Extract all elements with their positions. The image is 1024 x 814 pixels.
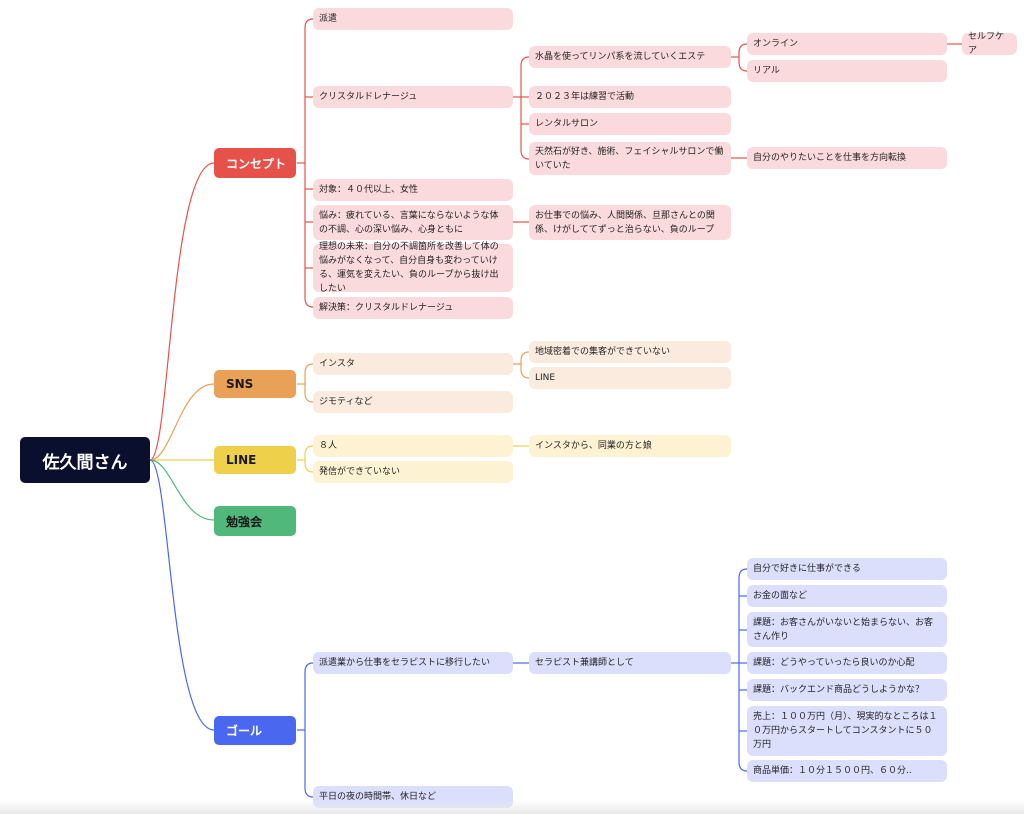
node-oshigoto-text: お仕事での悩み、人間関係、旦那さんとの関係、けがしててずっと治らない、負のループ <box>535 210 715 235</box>
node-uriage-text: 売上：１００万円（月）、現実的なところは１０万円からスタートしてコンスタントに５… <box>753 712 938 750</box>
node-insta-text: インスタ <box>319 359 355 369</box>
node-kadai1[interactable]: 課題：お客さんがいないと始まらない、お客さん作り <box>747 612 947 647</box>
branch-concept-label: コンセプト <box>226 156 287 171</box>
node-heijitsu-text: 平日の夜の時間帯、休日など <box>319 792 437 802</box>
node-crystal-text: クリスタルドレナージュ <box>319 92 418 102</box>
node-jimoty-text: ジモティなど <box>319 397 373 407</box>
node-risou[interactable]: 理想の未来：自分の不調箇所を改善して体の悩みがなくなって、自分自身も変わっていけ… <box>313 242 513 294</box>
node-hachi-text: ８人 <box>319 441 338 451</box>
node-instakara[interactable]: インスタから、同業の方と娘 <box>529 435 731 457</box>
node-jimoty[interactable]: ジモティなど <box>313 391 513 413</box>
node-online[interactable]: オンライン <box>747 33 947 55</box>
node-okane-text: お金の面など <box>753 591 808 601</box>
node-hasshin[interactable]: 発信ができていない <box>313 461 513 483</box>
node-taisho[interactable]: 対象：４０代以上、女性 <box>313 179 513 201</box>
branch-goal-label: ゴール <box>226 724 263 738</box>
node-instakara-text: インスタから、同業の方と娘 <box>535 441 652 451</box>
node-suki[interactable]: 自分で好きに仕事ができる <box>747 558 947 580</box>
node-renshu-text: ２０２３年は練習で活動 <box>535 92 635 102</box>
node-tennenseki[interactable]: 天然石が好き、施術、フェイシャルサロンで働いていた <box>529 142 731 175</box>
node-oshigoto[interactable]: お仕事での悩み、人間関係、旦那さんとの関係、けがしててずっと治らない、負のループ <box>529 205 731 240</box>
node-iko-text: 派遣業から仕事をセラピストに移行したい <box>319 658 491 668</box>
node-insta[interactable]: インスタ <box>313 353 513 375</box>
node-nayami[interactable]: 悩み：疲れている、言葉にならないような体の不調、心の深い悩み、心身ともに <box>313 205 513 240</box>
node-real[interactable]: リアル <box>747 60 947 82</box>
node-chiiki[interactable]: 地域密着での集客ができていない <box>529 341 731 363</box>
branch-study[interactable]: 勉強会 <box>214 506 296 536</box>
node-kenkoshi-text: セラピスト兼講師として <box>535 658 634 668</box>
branch-concept[interactable]: コンセプト <box>214 148 296 178</box>
branch-sns-label: SNS <box>226 377 254 391</box>
root-node[interactable]: 佐久間さん <box>20 437 150 483</box>
node-online-text: オンライン <box>753 39 799 49</box>
node-kadai3[interactable]: 課題：バックエンド商品どうしようかな？ <box>747 679 947 701</box>
branch-goal[interactable]: ゴール <box>214 716 296 745</box>
branch-study-label: 勉強会 <box>226 514 263 529</box>
branch-line[interactable]: LINE <box>214 446 296 474</box>
node-renshu[interactable]: ２０２３年は練習で活動 <box>529 86 731 108</box>
node-crystal[interactable]: クリスタルドレナージュ <box>313 86 513 108</box>
node-jibun-text: 自分のやりたいことを仕事を方向転換 <box>753 153 907 163</box>
node-tanka[interactable]: 商品単価：１０分１５００円、６０分.. <box>747 760 947 782</box>
node-uriage[interactable]: 売上：１００万円（月）、現実的なところは１０万円からスタートしてコンスタントに５… <box>747 706 947 756</box>
node-suki-text: 自分で好きに仕事ができる <box>753 564 861 574</box>
node-hasshin-text: 発信ができていない <box>319 467 401 477</box>
node-sns-line-text: LINE <box>535 373 556 383</box>
node-suisho[interactable]: 水晶を使ってリンパ系を流していくエステ <box>529 46 731 68</box>
branch-sns[interactable]: SNS <box>214 370 296 398</box>
node-rental-text: レンタルサロン <box>535 119 599 129</box>
branch-line-label: LINE <box>226 453 257 467</box>
node-sns-line[interactable]: LINE <box>529 367 731 389</box>
node-selfcare-text: セルフケア <box>968 32 1005 56</box>
node-tanka-text: 商品単価：１０分１５００円、６０分.. <box>753 766 912 776</box>
node-kaiketsu-text: 解決策：クリスタルドレナージュ <box>319 303 454 313</box>
node-haken[interactable]: 派遣 <box>313 8 513 30</box>
node-selfcare[interactable]: セルフケア <box>962 32 1017 56</box>
node-nayami-text: 悩み：疲れている、言葉にならないような体の不調、心の深い悩み、心身ともに <box>319 210 499 235</box>
node-kadai2[interactable]: 課題：どうやっていったら良いのか心配 <box>747 652 947 674</box>
node-tennenseki-text: 天然石が好き、施術、フェイシャルサロンで働いていた <box>535 146 724 171</box>
node-kenkoshi[interactable]: セラピスト兼講師として <box>529 652 731 674</box>
node-kadai3-text: 課題：バックエンド商品どうしようかな？ <box>753 685 925 695</box>
node-chiiki-text: 地域密着での集客ができていない <box>535 347 671 357</box>
bottom-shadow <box>0 800 1024 814</box>
node-haken-text: 派遣 <box>319 14 338 24</box>
node-rental[interactable]: レンタルサロン <box>529 113 731 135</box>
node-okane[interactable]: お金の面など <box>747 585 947 607</box>
node-taisho-text: 対象：４０代以上、女性 <box>319 185 419 195</box>
node-jibun[interactable]: 自分のやりたいことを仕事を方向転換 <box>747 147 947 169</box>
node-hachi[interactable]: ８人 <box>313 435 513 457</box>
node-iko[interactable]: 派遣業から仕事をセラピストに移行したい <box>313 652 513 674</box>
node-risou-text: 理想の未来：自分の不調箇所を改善して体の悩みがなくなって、自分自身も変わっていけ… <box>319 242 499 294</box>
root-label: 佐久間さん <box>42 452 128 473</box>
node-suisho-text: 水晶を使ってリンパ系を流していくエステ <box>535 52 706 62</box>
node-kadai1-text: 課題：お客さんがいないと始まらない、お客さん作り <box>753 617 934 642</box>
node-real-text: リアル <box>753 66 780 76</box>
node-kaiketsu[interactable]: 解決策：クリスタルドレナージュ <box>313 297 513 319</box>
node-kadai2-text: 課題：どうやっていったら良いのか心配 <box>753 658 915 668</box>
